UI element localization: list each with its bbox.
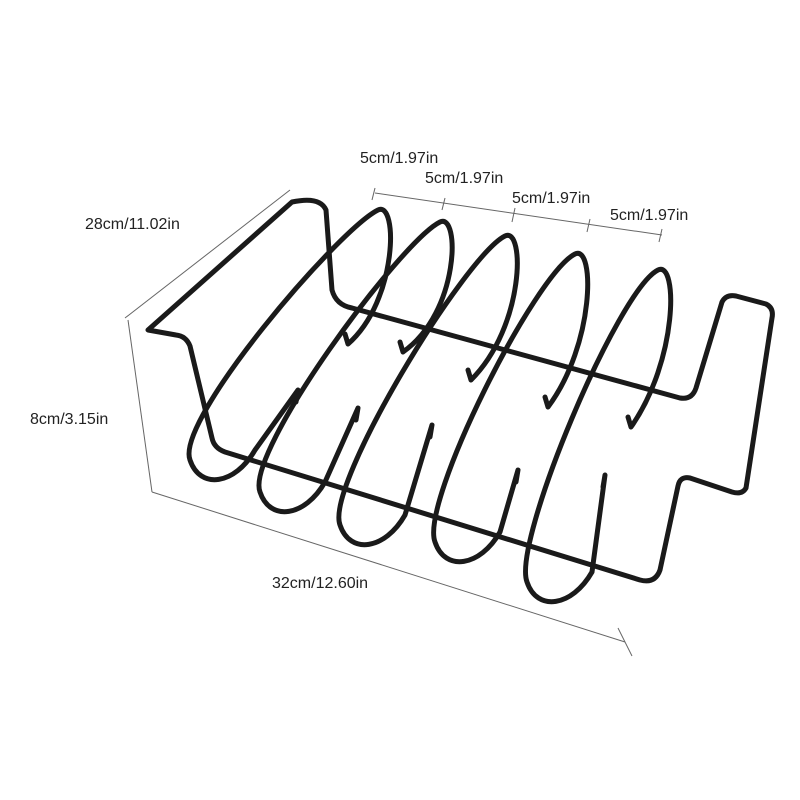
spacing-label-4: 5cm/1.97in: [610, 207, 689, 224]
length-dimension-line: [151, 491, 626, 643]
spacing-label-1: 5cm/1.97in: [360, 150, 439, 167]
rib-loop-3: [336, 232, 520, 548]
depth-dimension-line: [124, 189, 291, 319]
rib-loop-2: [256, 218, 455, 515]
length-label: 32cm/12.60in: [272, 575, 369, 592]
rack-wire: [145, 197, 775, 605]
rib-loop-4: [431, 250, 591, 565]
rib-loop-5: [523, 266, 674, 605]
depth-label: 28cm/11.02in: [85, 216, 180, 233]
height-dimension-line: [127, 319, 153, 493]
spacing-dimension-line: [374, 192, 663, 236]
dimension-lines: [124, 187, 663, 657]
spacing-label-2: 5cm/1.97in: [425, 170, 504, 187]
rib-loop-1: [186, 206, 393, 483]
spacing-label-3: 5cm/1.97in: [512, 190, 591, 207]
height-label: 8cm/3.15in: [30, 411, 109, 428]
rack-frame: [145, 197, 775, 584]
